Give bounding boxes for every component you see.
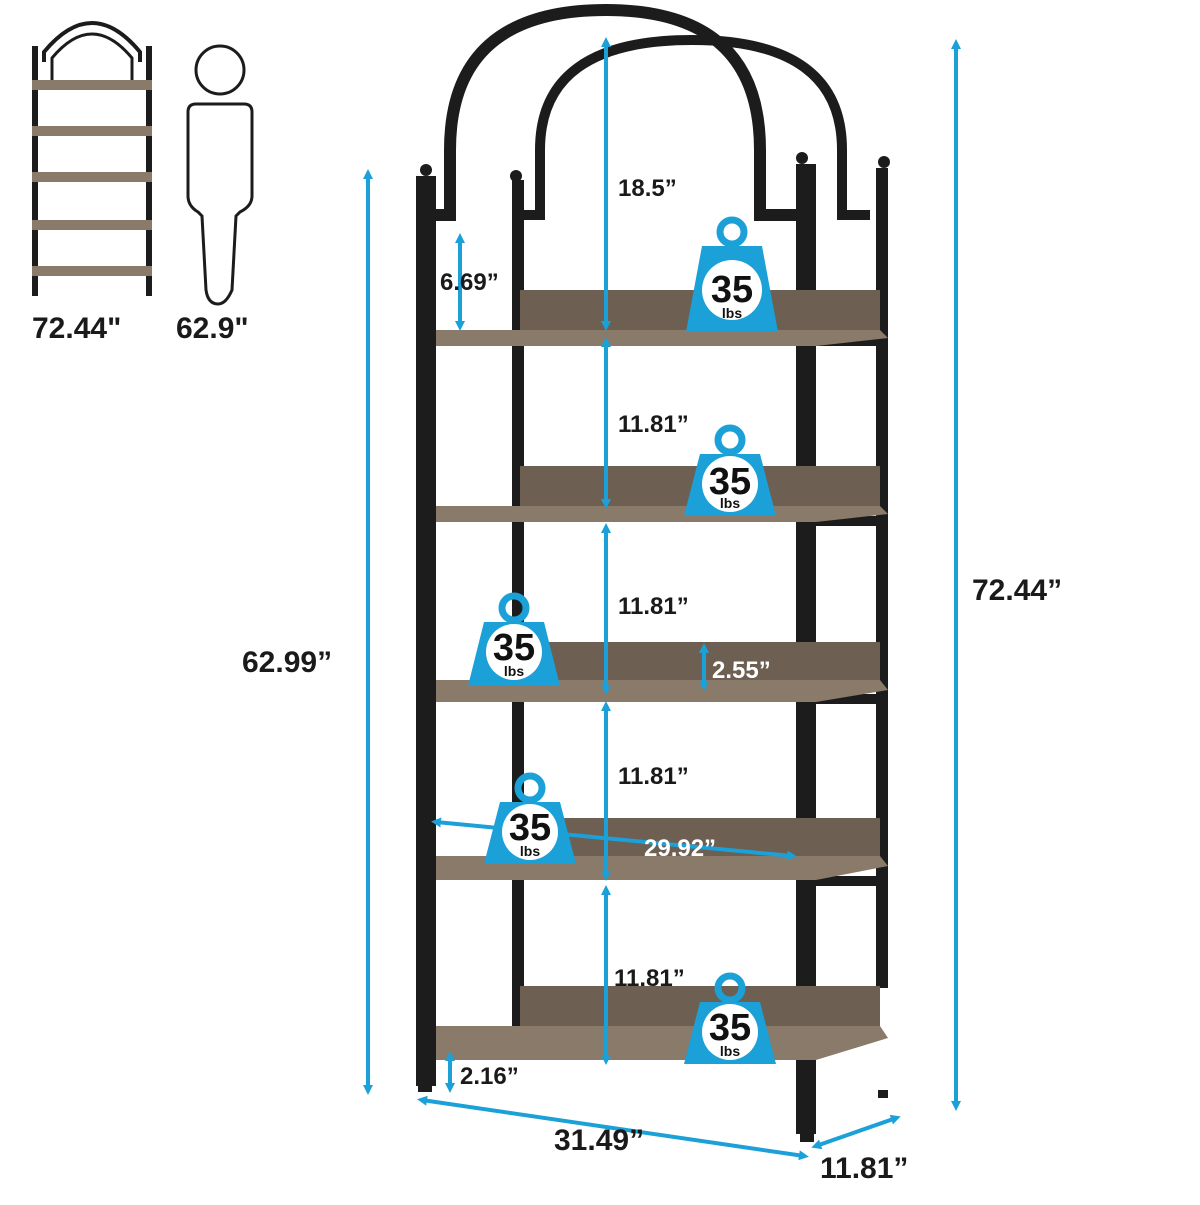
weight-unit: lbs [520, 843, 540, 859]
shelf-gap-3-label: 11.81” [618, 763, 689, 790]
total-width-label: 31.49” [554, 1124, 644, 1157]
shelf-gap-1-label: 11.81” [618, 411, 689, 438]
bottom-clearance-label: 2.16” [460, 1063, 519, 1090]
weight-capacity-icon: 35 lbs [468, 592, 560, 686]
weight-unit: lbs [720, 1043, 740, 1059]
weight-value: 35 [709, 461, 751, 503]
weight-unit: lbs [504, 663, 524, 679]
top-clearance-label: 6.69” [440, 269, 499, 296]
weight-unit: lbs [722, 305, 742, 321]
front-arch [430, 3, 800, 221]
depth-label: 11.81” [820, 1152, 908, 1185]
person-silhouette-icon [186, 44, 254, 306]
backboard-height-label: 2.55” [712, 657, 771, 684]
weight-capacity-icon: 35 lbs [684, 424, 776, 516]
dimension-arrows [363, 37, 961, 1161]
shelf-gap-2-label: 11.81” [618, 593, 689, 620]
weight-value: 35 [509, 807, 551, 849]
shelf-gap-4-label: 11.81” [614, 965, 685, 992]
weight-value: 35 [709, 1007, 751, 1049]
thumbnail-shelf-icon [32, 21, 152, 296]
total-height-label: 72.44” [972, 574, 1062, 607]
back-arch [520, 34, 870, 220]
weight-value: 35 [493, 627, 535, 669]
weight-unit: lbs [720, 495, 740, 511]
frame-height-label: 62.99” [242, 646, 332, 679]
weight-capacity-icon: 35 lbs [686, 216, 778, 332]
inner-width-label: 29.92” [644, 835, 716, 862]
weight-value: 35 [711, 269, 753, 311]
weight-capacity-icon: 35 lbs [684, 972, 776, 1064]
thumbnail-shelf-label: 72.44" [32, 312, 121, 345]
arch-height-label: 18.5” [618, 175, 677, 202]
weight-capacity-icon: 35 lbs [484, 772, 576, 864]
thumbnail-person-label: 62.9" [176, 312, 249, 345]
